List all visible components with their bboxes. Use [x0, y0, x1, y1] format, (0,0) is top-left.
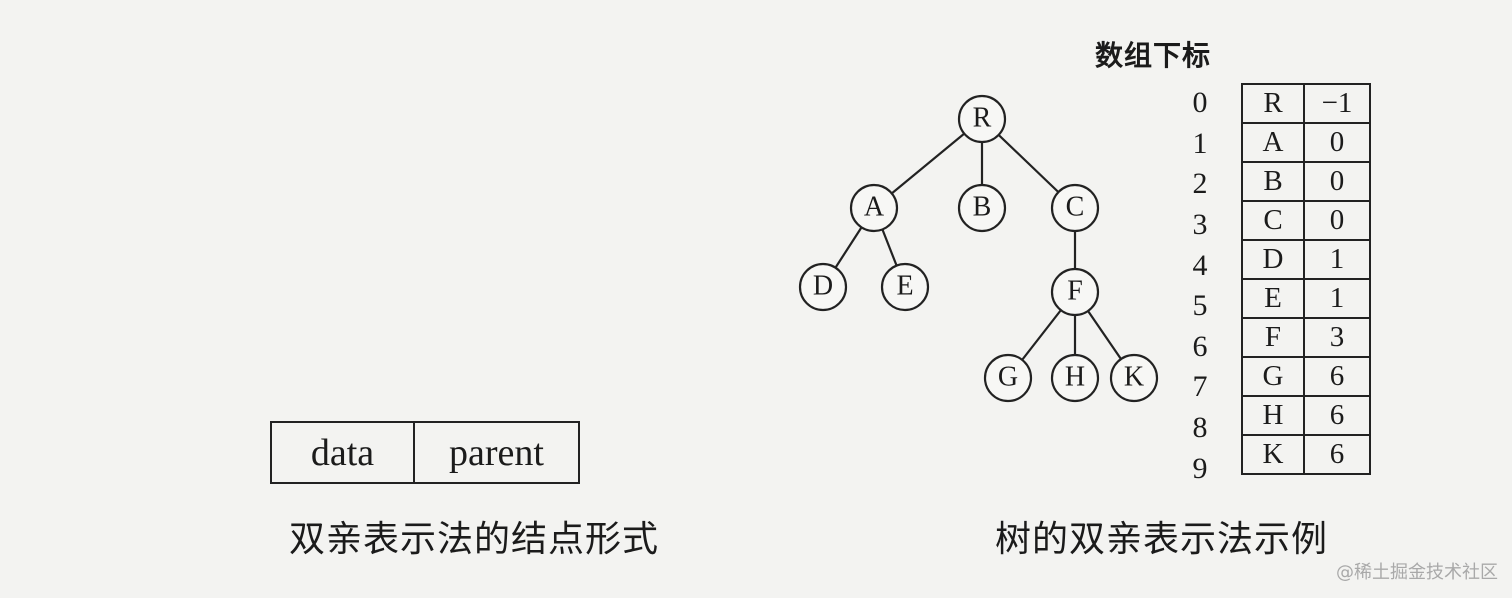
node-format-caption: 双亲表示法的结点形式	[289, 519, 660, 560]
row-parent-cell: −1	[1303, 83, 1371, 124]
node-circle	[1050, 267, 1100, 317]
row-data-cell: K	[1241, 434, 1305, 475]
tree-node-e: E	[880, 262, 930, 312]
row-data-cell: A	[1241, 122, 1305, 163]
array-index: 5	[1192, 289, 1208, 323]
row-parent-cell: 6	[1303, 356, 1371, 397]
table-row: R−1	[1241, 83, 1371, 124]
node-label: A	[864, 191, 885, 222]
array-index: 9	[1192, 451, 1208, 485]
tree-node-d: D	[798, 262, 848, 312]
tree-node-k: K	[1109, 353, 1159, 403]
row-data-cell: E	[1241, 278, 1305, 319]
example-caption: 树的双亲表示法示例	[995, 519, 1329, 560]
array-index: 6	[1192, 329, 1208, 363]
tree-node-h: H	[1050, 353, 1100, 403]
array-index: 8	[1192, 411, 1208, 445]
node-circle	[1109, 353, 1159, 403]
node-circle	[957, 94, 1007, 144]
row-data-cell: F	[1241, 317, 1305, 358]
tree-node-r: R	[957, 94, 1007, 144]
row-data-cell: H	[1241, 395, 1305, 436]
node-label: F	[1067, 275, 1083, 306]
array-index: 7	[1192, 370, 1208, 404]
node-label: K	[1124, 361, 1144, 392]
tree-node-b: B	[957, 183, 1007, 233]
node-label: H	[1065, 361, 1085, 392]
node-label: E	[896, 270, 913, 301]
tree-node-a: A	[849, 183, 899, 233]
tree-edges	[822, 118, 1135, 379]
node-structure-box: data parent	[270, 421, 580, 484]
node-label: D	[813, 270, 833, 301]
node-label: R	[973, 102, 992, 133]
node-label: B	[973, 191, 992, 222]
node-circle	[1050, 353, 1100, 403]
row-data-cell: B	[1241, 161, 1305, 202]
tree-node-f: F	[1050, 267, 1100, 317]
node-circle	[983, 353, 1033, 403]
row-data-cell: R	[1241, 83, 1305, 124]
node-label: G	[998, 361, 1018, 392]
row-parent-cell: 6	[1303, 434, 1371, 475]
row-parent-cell: 0	[1303, 122, 1371, 163]
node-circle	[849, 183, 899, 233]
array-index-header: 数组下标	[1095, 39, 1212, 72]
row-parent-cell: 1	[1303, 239, 1371, 280]
node-circle	[880, 262, 930, 312]
tree-node-g: G	[983, 353, 1033, 403]
watermark: @稀土掘金技术社区	[1336, 562, 1498, 583]
array-index: 4	[1192, 248, 1208, 282]
row-data-cell: G	[1241, 356, 1305, 397]
row-parent-cell: 0	[1303, 161, 1371, 202]
node-circle	[1050, 183, 1100, 233]
array-index-list: 0 1 2 3 4 5 6 7 8 9	[1180, 83, 1220, 489]
array-index: 3	[1192, 208, 1208, 242]
row-parent-cell: 0	[1303, 200, 1371, 241]
row-data-cell: D	[1241, 239, 1305, 280]
array-index: 0	[1192, 86, 1208, 120]
data-field: data	[272, 423, 415, 482]
row-parent-cell: 6	[1303, 395, 1371, 436]
tree-nodes: R A B C D E F G H K	[798, 94, 1159, 403]
node-circle	[957, 183, 1007, 233]
node-label: C	[1066, 191, 1085, 222]
node-circle	[798, 262, 848, 312]
parent-field: parent	[449, 431, 544, 474]
row-parent-cell: 1	[1303, 278, 1371, 319]
tree-node-c: C	[1050, 183, 1100, 233]
array-index: 2	[1192, 167, 1208, 201]
array-index: 1	[1192, 126, 1208, 160]
row-parent-cell: 3	[1303, 317, 1371, 358]
row-data-cell: C	[1241, 200, 1305, 241]
